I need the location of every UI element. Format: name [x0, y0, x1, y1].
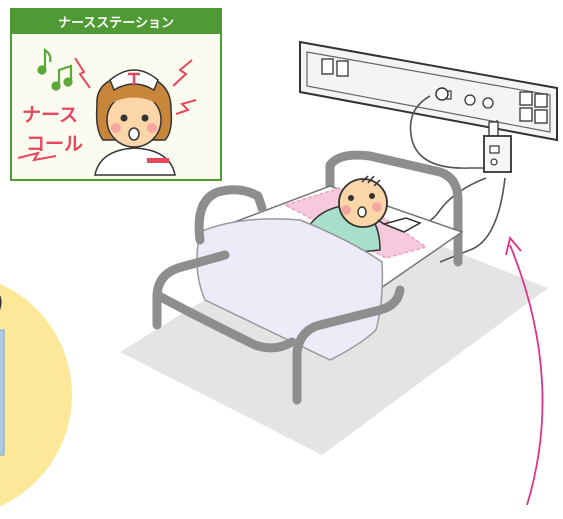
nurse-character	[94, 69, 176, 176]
info-bubble	[0, 283, 72, 507]
wall-console	[299, 40, 558, 142]
nurse-call-text-line2: コール	[26, 133, 83, 155]
lightning-icon	[74, 57, 91, 89]
nurse-station-panel: ナースステーション ナース コール	[10, 8, 222, 181]
call-handset	[377, 217, 422, 233]
lightning-icon	[172, 59, 193, 87]
music-note-icon	[51, 64, 73, 91]
lightning-icon	[17, 151, 57, 162]
music-note-icon	[37, 47, 52, 75]
arrow-icon	[505, 236, 544, 506]
bed-footboard	[152, 185, 405, 405]
outlet-box	[483, 121, 512, 173]
lightning-icon	[175, 99, 197, 115]
patient-face	[338, 178, 388, 228]
bed-headboard	[325, 150, 463, 267]
panel-title: ナースステーション	[58, 16, 174, 31]
nurse-call-text-line1: ナース	[22, 104, 78, 126]
